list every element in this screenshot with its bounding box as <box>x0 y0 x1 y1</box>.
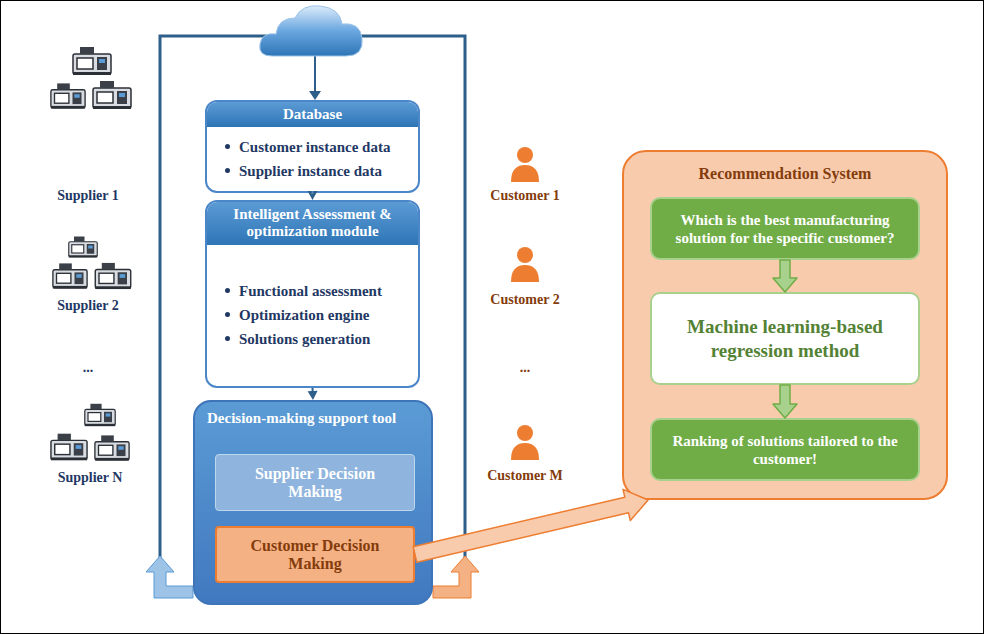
bullet-item: Solutions generation <box>225 330 408 348</box>
bullet-dot <box>225 288 230 293</box>
bullet-dot <box>225 336 230 341</box>
panel-title: Decision-making support tool <box>207 410 396 426</box>
cloud-arrow-head <box>309 91 321 100</box>
supplier-label: Supplier 2 <box>57 298 119 314</box>
step-arrow <box>773 385 797 418</box>
customer-label: Customer M <box>487 468 563 484</box>
box-text: Which is the best manufacturing solution… <box>664 211 906 247</box>
box-text: Ranking of solutions tailored to the cus… <box>664 432 906 468</box>
bullet-text: Supplier instance data <box>239 162 382 180</box>
ellipsis: ... <box>520 360 531 376</box>
supplier-label: Supplier N <box>58 470 123 486</box>
bullet-dot <box>225 312 230 317</box>
supplier-machine-icons <box>51 47 131 461</box>
header-text: Intelligent Assessment & optimization mo… <box>233 206 391 239</box>
bullet-item: Customer instance data <box>225 138 408 156</box>
box-body: Functional assessmentOptimization engine… <box>207 245 418 387</box>
bullet-text: Functional assessment <box>239 282 382 300</box>
bullet-item: Functional assessment <box>225 282 408 300</box>
bullet-text: Customer instance data <box>239 138 390 156</box>
method-box: Machine learning-based regression method <box>650 292 920 385</box>
tool-panel: Decision-making support toolSupplier Dec… <box>193 400 433 605</box>
box-header: Database <box>207 102 418 127</box>
box-text: Machine learning-based regression method <box>664 315 906 363</box>
supplier-label: Supplier 1 <box>57 188 119 204</box>
header-text: Database <box>283 106 342 122</box>
recommendation-panel: Recommendation SystemWhich is the best m… <box>622 150 948 500</box>
box-body: Customer instance dataSupplier instance … <box>207 127 418 191</box>
bullet-text: Optimization engine <box>239 306 369 324</box>
customer-box: Customer Decision Making <box>215 526 415 583</box>
panel-title-row: Decision-making support tool <box>195 402 431 435</box>
bullet-dot <box>225 144 230 149</box>
supplier-box: Supplier Decision Making <box>215 454 415 511</box>
database-box: DatabaseCustomer instance dataSupplier i… <box>205 100 420 193</box>
panel-title: Recommendation System <box>699 165 872 182</box>
supplier-return-arrow <box>146 556 193 598</box>
result-box: Ranking of solutions tailored to the cus… <box>650 418 920 481</box>
module-box: Intelligent Assessment & optimization mo… <box>205 200 420 388</box>
customer-label: Customer 1 <box>490 188 559 204</box>
box-text: Customer Decision Making <box>229 537 401 573</box>
ellipsis: ... <box>83 360 94 376</box>
box-header: Intelligent Assessment & optimization mo… <box>207 202 418 245</box>
bullet-item: Supplier instance data <box>225 162 408 180</box>
panel-title-row: Recommendation System <box>624 152 946 183</box>
question-box: Which is the best manufacturing solution… <box>650 197 920 260</box>
customer-return-arrow <box>433 556 479 598</box>
bullet-dot <box>225 168 230 173</box>
bullet-item: Optimization engine <box>225 306 408 324</box>
bullet-text: Solutions generation <box>239 330 370 348</box>
customer-label: Customer 2 <box>490 292 559 308</box>
flow-arrow <box>308 191 318 200</box>
flow-arrow <box>308 388 318 400</box>
step-arrow <box>773 260 797 292</box>
box-text: Supplier Decision Making <box>228 465 402 501</box>
cloud-icon <box>260 6 362 56</box>
recommend-arrow <box>413 489 648 562</box>
